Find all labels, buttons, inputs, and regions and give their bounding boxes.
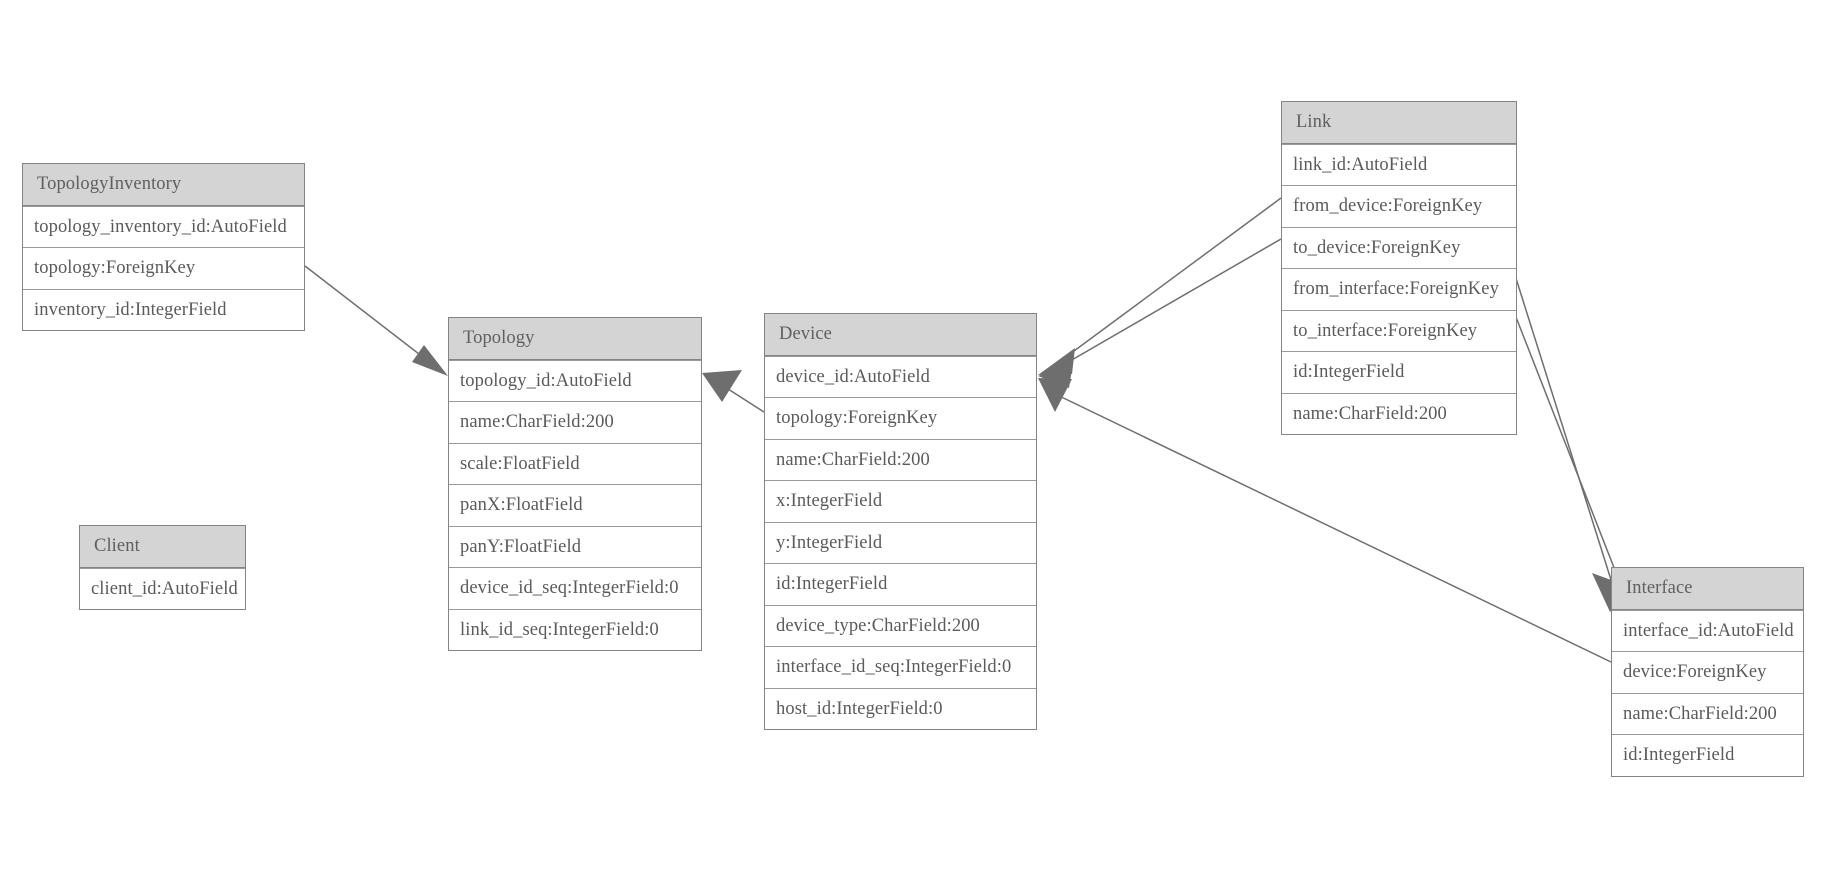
entity-field: to_interface:ForeignKey (1282, 309, 1516, 352)
entity-field: link_id_seq:IntegerField:0 (449, 608, 701, 651)
edge-link-to-device-to-device (1050, 238, 1282, 373)
entity-field: name:CharField:200 (1612, 692, 1803, 735)
entity-field: topology_id:AutoField (449, 359, 701, 402)
entity-title-device: Device (765, 314, 1036, 356)
entity-field: name:CharField:200 (449, 401, 701, 443)
entity-field: from_interface:ForeignKey (1282, 268, 1516, 310)
entity-field: y:IntegerField (765, 521, 1036, 564)
entity-field: device_type:CharField:200 (765, 604, 1036, 647)
entity-field: from_device:ForeignKey (1282, 185, 1516, 227)
edge-link-from-device-to-device (1050, 197, 1282, 369)
entity-field: to_device:ForeignKey (1282, 226, 1516, 269)
entity-title-interface: Interface (1612, 568, 1803, 610)
entity-title-client: Client (80, 526, 245, 568)
entity-field: device_id:AutoField (765, 355, 1036, 398)
entity-field: client_id:AutoField (80, 567, 245, 610)
arrowhead-cluster-device (1038, 348, 1075, 412)
entity-title-link: Link (1282, 102, 1516, 144)
edge-link-from-interface-to-interface (1513, 271, 1613, 584)
entity-field: name:CharField:200 (765, 438, 1036, 481)
entity-field: inventory_id:IntegerField (23, 288, 304, 331)
entity-field: topology:ForeignKey (765, 397, 1036, 439)
edge-topologyinventory-to-topology (304, 265, 448, 376)
entity-title-topology-inventory: TopologyInventory (23, 164, 304, 206)
entity-field: link_id:AutoField (1282, 143, 1516, 186)
entity-field: scale:FloatField (449, 442, 701, 485)
entity-field: interface_id:AutoField (1612, 609, 1803, 652)
entity-field: x:IntegerField (765, 480, 1036, 522)
entity-field: id:IntegerField (1612, 734, 1803, 776)
entity-title-topology: Topology (449, 318, 701, 360)
entity-field: interface_id_seq:IntegerField:0 (765, 646, 1036, 688)
entity-field: device:ForeignKey (1612, 651, 1803, 693)
entity-field: id:IntegerField (1282, 351, 1516, 393)
edge-device-to-topology (702, 370, 765, 413)
entity-field: topology:ForeignKey (23, 247, 304, 289)
entity-field: name:CharField:200 (1282, 392, 1516, 435)
entity-field: device_id_seq:IntegerField:0 (449, 567, 701, 609)
entity-field: topology_inventory_id:AutoField (23, 205, 304, 248)
edge-link-to-interface-to-interface (1513, 311, 1621, 584)
entity-field: host_id:IntegerField:0 (765, 687, 1036, 730)
entity-field: panY:FloatField (449, 525, 701, 568)
entity-field: panX:FloatField (449, 484, 701, 526)
entity-field: id:IntegerField (765, 563, 1036, 605)
